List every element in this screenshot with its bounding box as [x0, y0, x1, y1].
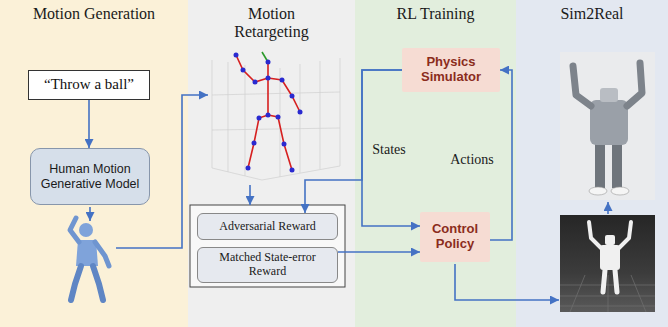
joint-dot — [266, 113, 271, 118]
robot-foot — [611, 187, 629, 195]
joint-dot — [246, 166, 251, 171]
panel-ground — [188, 0, 355, 327]
robot-leg — [612, 140, 622, 188]
sim-render — [560, 215, 655, 312]
grid-line — [212, 92, 340, 130]
flow-arrows — [90, 95, 608, 300]
panel-title: Motion Retargeting — [217, 5, 327, 42]
sim-robot-head — [605, 235, 615, 245]
joint-dot — [282, 142, 287, 147]
stage-panel: Motion RetargetingAdversarial RewardMatc… — [188, 0, 355, 327]
robot-foot — [589, 187, 607, 195]
joint-dot — [252, 141, 257, 146]
reward-box: Matched State-error Reward — [197, 247, 338, 283]
joint-dot — [290, 168, 295, 173]
process-box: Physics Simulator — [402, 48, 500, 92]
process-box: Control Policy — [420, 212, 490, 262]
robot-arm — [573, 66, 591, 106]
skeleton — [236, 55, 300, 170]
box-label: Physics Simulator — [408, 55, 494, 85]
panel-title: RL Training — [358, 5, 513, 23]
flow-arrow — [89, 207, 91, 221]
model-box: Human Motion Generative Model — [30, 148, 150, 205]
stage-panel: Sim2Real — [516, 0, 668, 327]
figure-leg — [93, 266, 103, 300]
figure-head — [79, 223, 93, 237]
robot-torso — [590, 100, 628, 145]
joint-dot — [276, 115, 281, 120]
reward-box: Adversarial Reward — [197, 213, 338, 240]
figure-arm — [70, 218, 79, 242]
panel-ground — [0, 0, 188, 327]
figure-arm — [95, 242, 109, 266]
box-label: Control Policy — [426, 222, 484, 252]
sim-ground — [560, 215, 655, 312]
joint-dot — [298, 110, 303, 115]
box-label: Adversarial Reward — [219, 220, 315, 234]
flow-arrow — [607, 202, 609, 214]
joint-dot — [266, 60, 271, 65]
skeleton-joints — [234, 53, 303, 173]
flow-arrow — [249, 185, 251, 205]
joint-dot — [234, 53, 239, 58]
robot-arm — [627, 63, 642, 106]
edge-label: States — [370, 142, 407, 158]
sim-robot-arms — [589, 222, 631, 248]
joint-dot — [290, 94, 295, 99]
box-label: Human Motion Generative Model — [37, 162, 143, 191]
human-figure — [70, 218, 109, 300]
robot-photo — [560, 52, 655, 200]
flow-connector — [88, 100, 90, 148]
stage-panel: Motion Generation “Throw a ball” Human Mot… — [0, 0, 188, 327]
sim-robot-legs — [603, 270, 617, 292]
photo-ground — [560, 52, 655, 200]
joint-dot — [253, 80, 258, 85]
flow-connector — [338, 251, 420, 253]
prompt-box: “Throw a ball” — [28, 70, 150, 100]
sim-floor-grid — [560, 275, 655, 312]
joint-dot — [280, 78, 285, 83]
grid-line — [212, 58, 340, 180]
robot-leg — [595, 140, 605, 188]
flow-connector — [362, 70, 420, 226]
panel-ground — [355, 0, 516, 327]
edge-label: Actions — [448, 152, 496, 168]
panel-title: Motion Generation — [4, 5, 184, 23]
panel-title: Sim2Real — [517, 5, 667, 23]
box-label: “Throw a ball” — [44, 76, 134, 93]
flow-arrow — [455, 264, 559, 300]
sim-robot-torso — [600, 245, 620, 270]
plot-grid — [212, 58, 340, 180]
reward-frame — [190, 205, 345, 287]
joint-dot — [266, 76, 271, 81]
joint-dot — [241, 68, 246, 73]
joint-dot — [257, 116, 262, 121]
figure-leg — [71, 266, 81, 300]
box-label: Matched State-error Reward — [218, 251, 318, 279]
panel-ground — [516, 0, 668, 327]
skeleton-bones — [236, 55, 300, 170]
robot-head — [600, 88, 618, 102]
